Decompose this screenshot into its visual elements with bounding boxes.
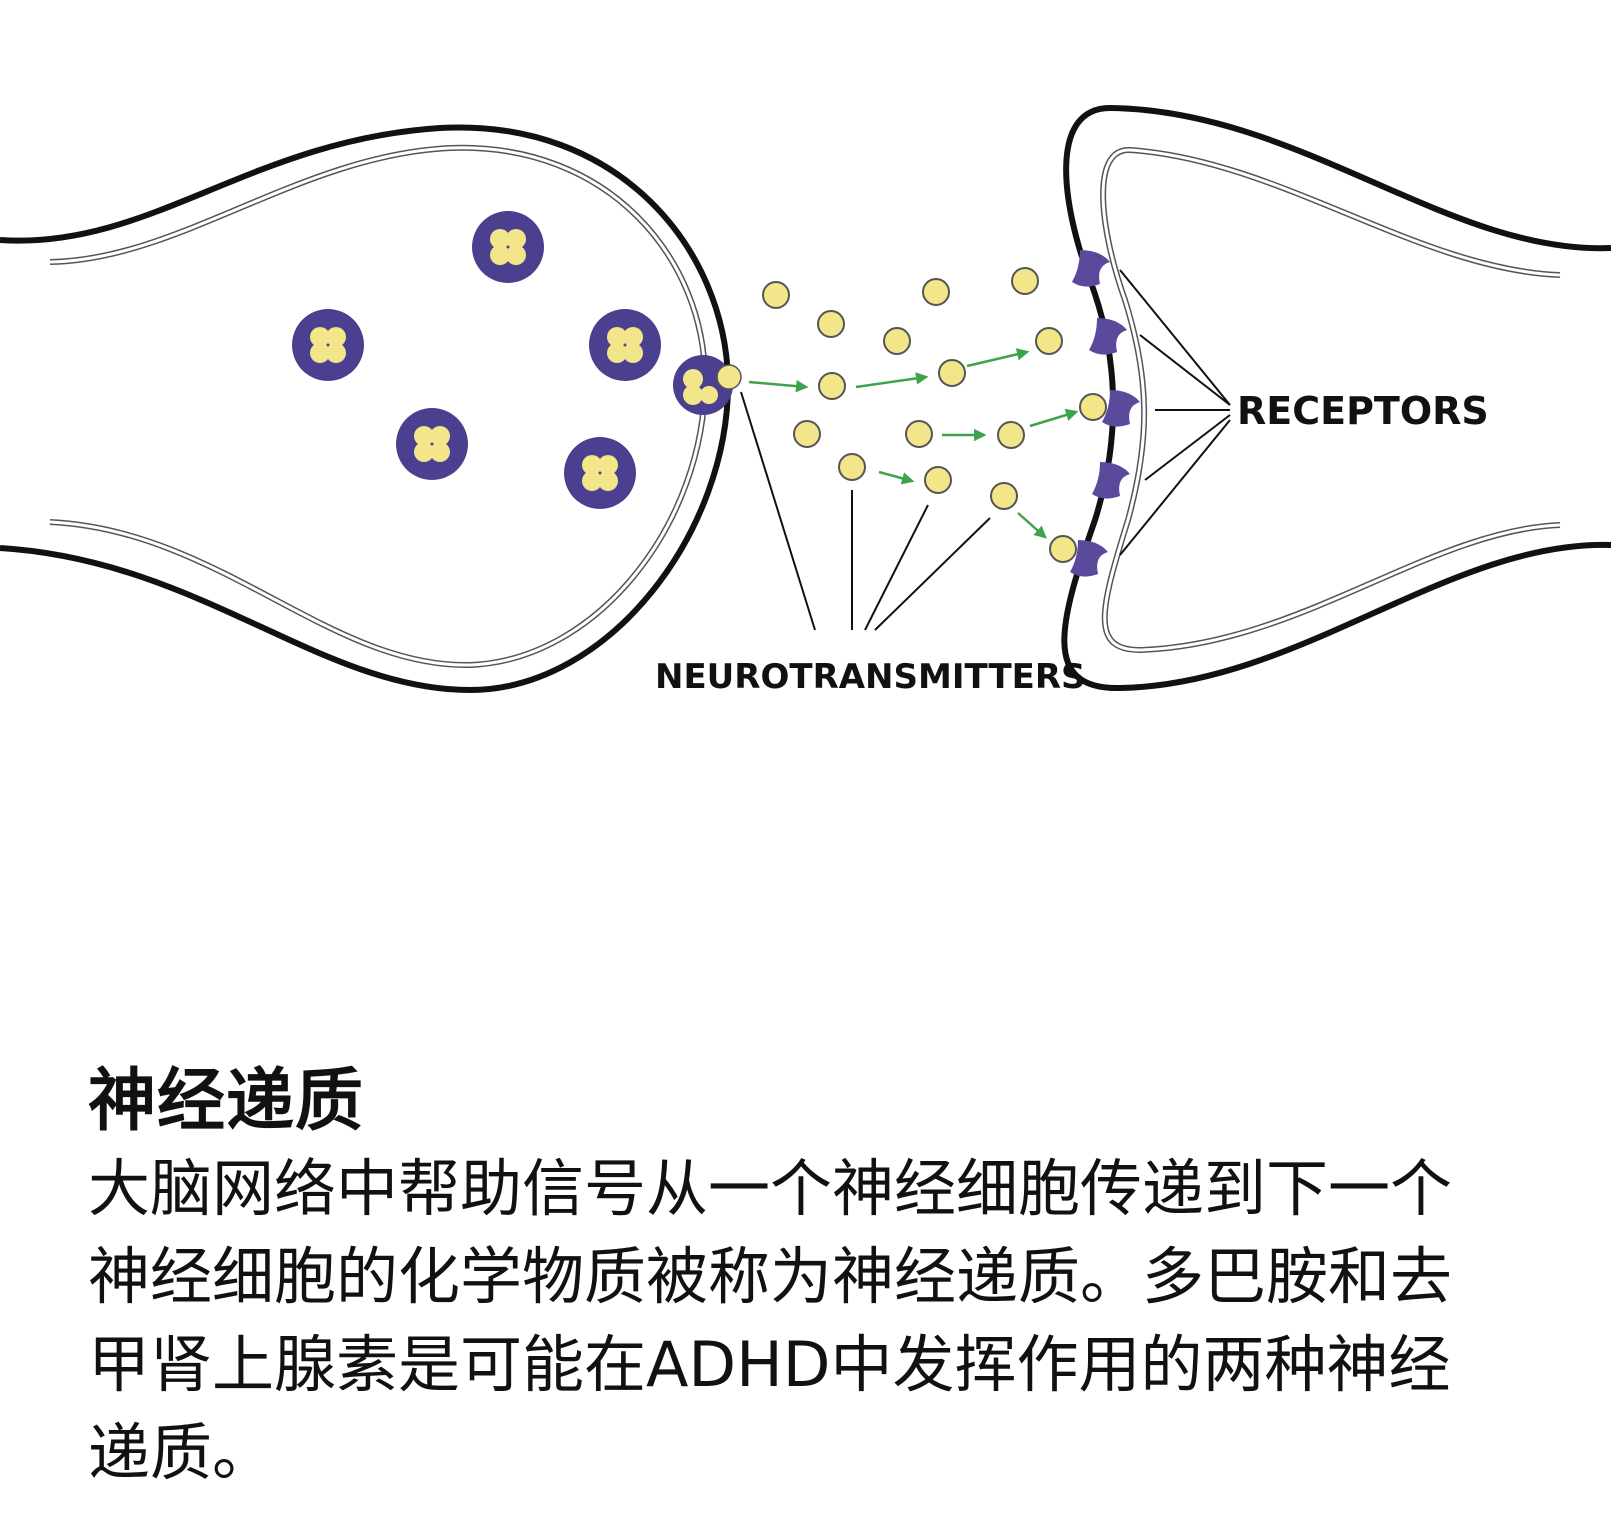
neurotransmitter (762, 281, 790, 309)
vesicles (292, 211, 742, 509)
neurotransmitter (1079, 393, 1107, 421)
neurotransmitter (793, 420, 821, 448)
page-title: 神经递质 (88, 1062, 365, 1141)
neurotransmitter (1011, 267, 1039, 295)
receptors (1070, 250, 1140, 577)
receptor (1089, 318, 1127, 355)
receptor (1092, 462, 1130, 499)
synapse-diagram: NEUROTRANSMITTERS RECEPTORS (0, 104, 1611, 697)
neurotransmitter (838, 453, 866, 481)
neurotransmitter (924, 466, 952, 494)
receptor (1072, 250, 1110, 287)
arrow-icon (878, 470, 915, 485)
neurotransmitters (762, 267, 1107, 563)
receptor-leader-lines (1119, 269, 1231, 556)
presynaptic-neuron (0, 124, 732, 694)
neurotransmitter (905, 420, 933, 448)
neurotransmitter (817, 310, 845, 338)
vesicle (589, 309, 661, 381)
neurotransmitter-leader-lines (740, 391, 991, 631)
neurotransmitter (883, 327, 911, 355)
neurotransmitter (1035, 327, 1063, 355)
vesicle (564, 437, 636, 509)
vesicle (292, 309, 364, 381)
arrow-icon (748, 379, 809, 393)
neurotransmitter (922, 278, 950, 306)
diffusion-arrows (748, 348, 1079, 539)
neurotransmitter (938, 359, 966, 387)
description-text: 大脑网络中帮助信号从一个神经细胞传递到下一个神经细胞的化学物质被称为神经递质。多… (88, 1152, 1453, 1489)
vesicle-releasing (673, 355, 742, 415)
neurotransmitter (997, 421, 1025, 449)
receptor (1070, 540, 1108, 577)
neurotransmitter (1049, 535, 1077, 563)
vesicle (396, 408, 468, 480)
arrow-icon (966, 348, 1030, 368)
neurotransmitters-label: NEUROTRANSMITTERS (655, 657, 1086, 697)
receptors-label: RECEPTORS (1237, 389, 1489, 433)
arrow-icon (1029, 408, 1079, 428)
arrow-icon (855, 372, 929, 389)
receptor (1102, 390, 1140, 427)
arrow-icon (1017, 512, 1047, 539)
neurotransmitter (990, 482, 1018, 510)
neurotransmitter (818, 372, 846, 400)
vesicle (472, 211, 544, 283)
